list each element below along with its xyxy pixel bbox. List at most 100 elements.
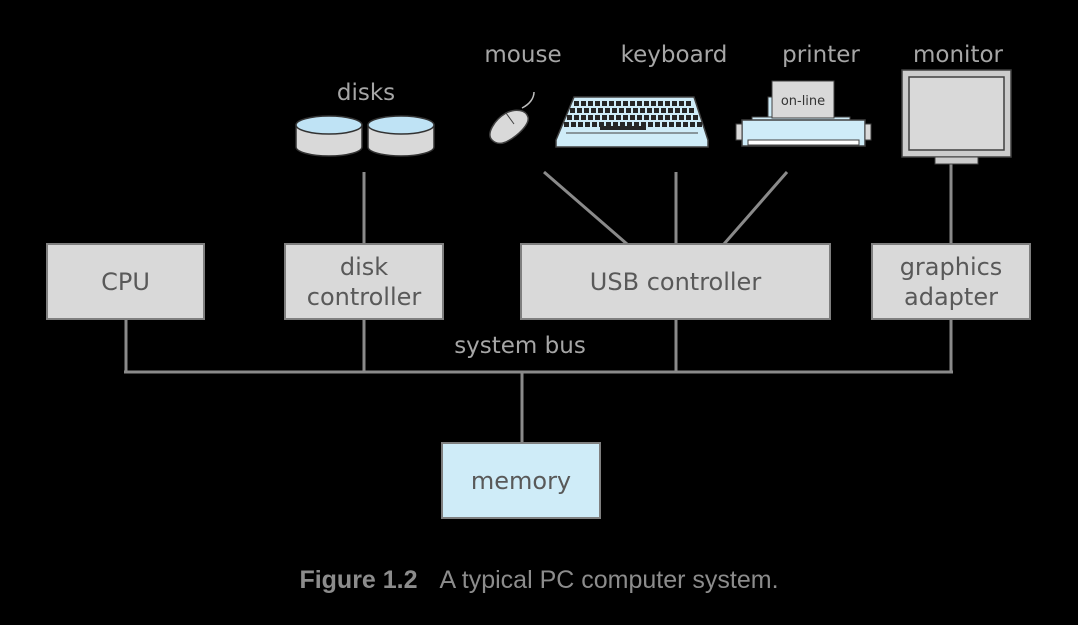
keyboard-key [592, 122, 597, 127]
keyboard-key [630, 115, 635, 120]
cpu-box: CPU [46, 243, 205, 320]
usb-controller-label: USB controller [590, 268, 762, 296]
usb-controller-box: USB controller [520, 243, 831, 320]
printer-icon: on-line [735, 80, 872, 147]
keyboard-key [584, 108, 589, 113]
keyboard-icon [555, 96, 709, 148]
keyboard-key [672, 115, 677, 120]
keyboard-key [655, 122, 660, 127]
keyboard-key [619, 108, 624, 113]
printer-panel [771, 80, 835, 119]
cpu-box-rect [46, 243, 205, 320]
keyboard-key [623, 101, 628, 106]
keyboard-key [626, 108, 631, 113]
keyboard-key [676, 122, 681, 127]
keyboard-key [630, 101, 635, 106]
keyboard-key [644, 115, 649, 120]
keyboard-key [599, 122, 604, 127]
mouse-cable [543, 170, 628, 246]
keyboard-key [640, 108, 645, 113]
disk-controller-box-rect [284, 243, 444, 320]
keyboard-key [602, 101, 607, 106]
disks-icon [295, 115, 435, 157]
keyboard-key [609, 115, 614, 120]
key-grid [564, 101, 702, 127]
keyboard-key [672, 101, 677, 106]
keyboard-key [689, 108, 694, 113]
memory-box: memory [441, 442, 601, 519]
keyboard-key [612, 108, 617, 113]
keyboard-key [620, 122, 625, 127]
keyboard-key [588, 101, 593, 106]
disk-controller-label-line1: disk [340, 253, 388, 281]
system-bus-label: system bus [454, 333, 586, 359]
keyboard-key [686, 115, 691, 120]
keyboard-key [648, 122, 653, 127]
keyboard-key [616, 115, 621, 120]
disk-controller-label-line2: controller [307, 283, 422, 311]
cpu-label: CPU [101, 268, 150, 296]
keyboard-key [606, 122, 611, 127]
disk-controller-box: disk controller [284, 243, 444, 320]
keyboard-key [567, 115, 572, 120]
keyboard-key [571, 122, 576, 127]
keyboard-key [697, 122, 702, 127]
keyboard-key [665, 101, 670, 106]
memory-box-rect [441, 442, 601, 519]
graphics-adapter-box: graphics adapter [871, 243, 1031, 320]
keyboard-label: keyboard [621, 42, 728, 68]
keyboard-key [627, 122, 632, 127]
graphics-adapter-label-line2: adapter [904, 283, 998, 311]
keyboard-key [570, 108, 575, 113]
keyboard-key [574, 115, 579, 120]
keyboard-key [633, 108, 638, 113]
keyboard-key [693, 115, 698, 120]
keyboard-key [637, 115, 642, 120]
disk-icon [367, 115, 435, 157]
keyboard-key [679, 101, 684, 106]
keyboard-key [602, 115, 607, 120]
keyboard-key [686, 101, 691, 106]
keyboard-key [644, 101, 649, 106]
keyboard-key [616, 101, 621, 106]
wires [124, 164, 953, 443]
printer-cable [722, 171, 789, 245]
keyboard-key [683, 122, 688, 127]
keyboard-key [578, 122, 583, 127]
monitor-icon [901, 69, 1012, 165]
keyboard-key [613, 122, 618, 127]
keyboard-key [577, 108, 582, 113]
disk-icon [295, 115, 363, 157]
graphics-adapter-box-rect [871, 243, 1031, 320]
keyboard-key [651, 101, 656, 106]
keyboard-key [581, 115, 586, 120]
keyboard-key [623, 115, 628, 120]
figure-caption-text: A typical PC computer system. [439, 566, 779, 594]
keyboard-key [595, 101, 600, 106]
usb-controller-box-rect [520, 243, 831, 320]
keyboard-key [591, 108, 596, 113]
keyboard-key [598, 108, 603, 113]
monitor-label: monitor [913, 42, 1004, 68]
keyboard-key [661, 108, 666, 113]
keyboard-key [585, 122, 590, 127]
keyboard-key [690, 122, 695, 127]
mouse-icon [489, 91, 535, 145]
keyboard-key [668, 108, 673, 113]
disks-label: disks [337, 80, 395, 106]
keyboard-key [609, 101, 614, 106]
keyboard-key [605, 108, 610, 113]
mouse-label: mouse [484, 42, 561, 68]
printer-label: printer [782, 42, 860, 68]
keyboard-key [564, 122, 569, 127]
keyboard-key [654, 108, 659, 113]
printer-panel-label: on-line [781, 94, 825, 109]
graphics-adapter-label-line1: graphics [900, 253, 1003, 281]
keyboard-key [637, 101, 642, 106]
keyboard-key [641, 122, 646, 127]
keyboard-key [581, 101, 586, 106]
keyboard-key [658, 115, 663, 120]
keyboard-key [682, 108, 687, 113]
